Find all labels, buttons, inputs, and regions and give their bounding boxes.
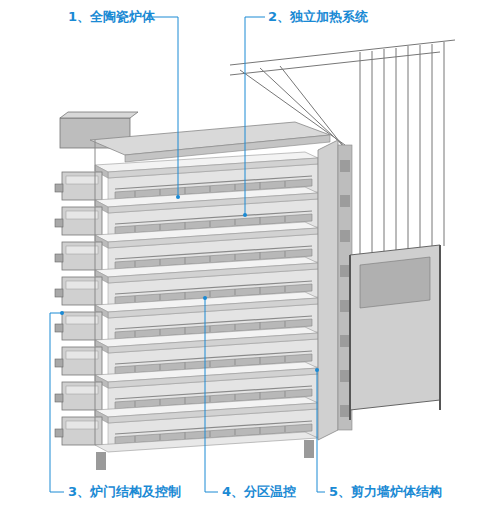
furnace-body [55, 112, 440, 470]
callout-label: 1、全陶瓷炉体 [68, 9, 155, 25]
leader-lines [50, 17, 325, 492]
callout-label: 2、独立加热系统 [268, 9, 368, 25]
callout-label: 3、炉门结构及控制 [68, 484, 181, 500]
callout-label: 4、分区温控 [222, 484, 296, 500]
callout-label: 5、剪力墙炉体结构 [329, 484, 442, 500]
leader-dots [60, 195, 319, 372]
